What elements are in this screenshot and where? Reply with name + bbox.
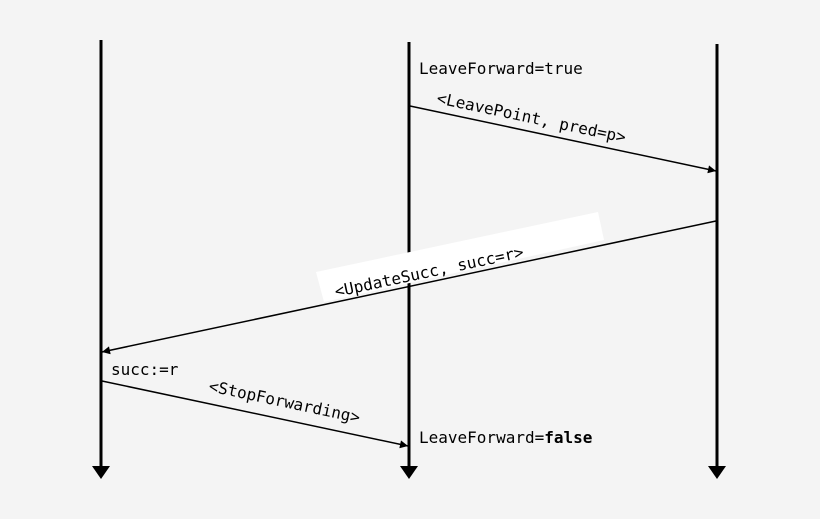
lifeline-middle-arrow-icon bbox=[400, 466, 418, 479]
lifeline-right-arrow-icon bbox=[708, 466, 726, 479]
annotation-leave-forward-false-value: false bbox=[544, 428, 592, 447]
lifeline-left-arrow-icon bbox=[92, 466, 110, 479]
message-leave-point: <LeavePoint, pred=p> bbox=[409, 88, 717, 174]
lifeline-left bbox=[92, 40, 110, 479]
message-update-succ-label-background bbox=[316, 212, 604, 302]
message-stop-forwarding: <StopForwarding> bbox=[101, 376, 409, 449]
annotation-leave-forward-true: LeaveForward=true bbox=[419, 59, 583, 78]
annotation-leave-forward-false-prefix: LeaveForward= bbox=[419, 428, 544, 447]
annotation-succ-assign: succ:=r bbox=[111, 360, 179, 379]
lifeline-right bbox=[708, 44, 726, 479]
annotation-leave-forward-false: LeaveForward=false bbox=[419, 428, 592, 447]
